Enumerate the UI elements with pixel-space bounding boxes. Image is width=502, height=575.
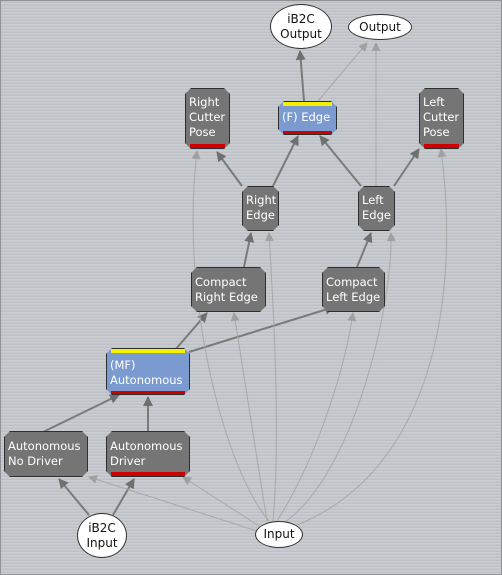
edge-right-edge-to-fedge [272,135,299,187]
edge-input-to-left-cutter-pose [296,148,448,526]
left-edge-label: Left Edge [362,193,391,222]
edge-compact-left-to-left-edge [356,232,373,268]
autonomous-no-driver-node[interactable]: Autonomous No Driver [4,431,88,477]
edge-fedge-to-ib2c-output [295,50,306,102]
ib2c-output-node[interactable]: iB2C Output [270,4,332,49]
left-edge-node[interactable]: Left Edge [358,186,395,231]
activity-bar [111,472,185,476]
mf-autonomous-label: (MF) Autonomous [110,358,183,387]
edge-ib2c-input-to-no-driver [58,478,90,516]
f-edge-node[interactable]: (F) Edge [278,101,337,135]
right-edge-label: Right Edge [246,193,277,222]
activity-bar [424,144,459,148]
edge-left-edge-to-fedge [319,135,362,187]
edge-input-to-compact-left [276,312,357,522]
edge-compact-right-to-right-edge [243,232,255,268]
edge-mf-to-compact-right [174,312,208,351]
edge-right-edge-to-right-cutter-pose [216,151,243,187]
edge-left-edge-to-left-cutter-pose [393,148,420,187]
compact-left-edge-node[interactable]: Compact Left Edge [322,267,385,312]
right-cutter-pose-node[interactable]: Right Cutter Pose [185,88,230,149]
compact-left-edge-label: Compact Left Edge [326,275,381,304]
edge-no-driver-to-mf [40,394,120,434]
compact-right-edge-node[interactable]: Compact Right Edge [191,267,266,312]
left-cutter-pose-label: Left Cutter Pose [423,95,460,139]
output-node[interactable]: Output [348,14,412,40]
activity-bar [190,144,225,148]
light-edges [88,42,448,532]
autonomous-no-driver-label: Autonomous No Driver [8,439,81,468]
stimulation-bar [111,349,185,353]
right-edge-node[interactable]: Right Edge [242,186,279,231]
right-cutter-pose-label: Right Cutter Pose [189,95,226,139]
ib2c-input-node[interactable]: iB2C Input [77,513,127,558]
autonomous-driver-label: Autonomous Driver [110,439,183,468]
edge-input-to-compact-right [230,312,268,522]
mf-autonomous-node[interactable]: (MF) Autonomous [106,348,190,395]
autonomous-driver-node[interactable]: Autonomous Driver [106,431,190,477]
left-cutter-pose-node[interactable]: Left Cutter Pose [419,88,464,149]
edge-mf-to-compact-left [188,304,335,353]
f-edge-label: (F) Edge [282,110,331,124]
edge-input-to-left-edge [284,232,396,523]
stimulation-bar [283,102,332,106]
edge-input-to-no-driver [88,475,258,532]
compact-right-edge-label: Compact Right Edge [195,275,258,304]
strong-edges [40,50,420,516]
edge-input-to-right-edge [264,232,277,522]
activity-bar [283,131,332,134]
input-node[interactable]: Input [255,521,303,548]
activity-bar [111,391,185,394]
edge-fedge-to-output [317,42,368,102]
edge-ib2c-input-to-driver [112,478,135,516]
edge-input-to-driver [182,476,260,527]
edge-input-to-right-cutter-pose [191,150,270,522]
